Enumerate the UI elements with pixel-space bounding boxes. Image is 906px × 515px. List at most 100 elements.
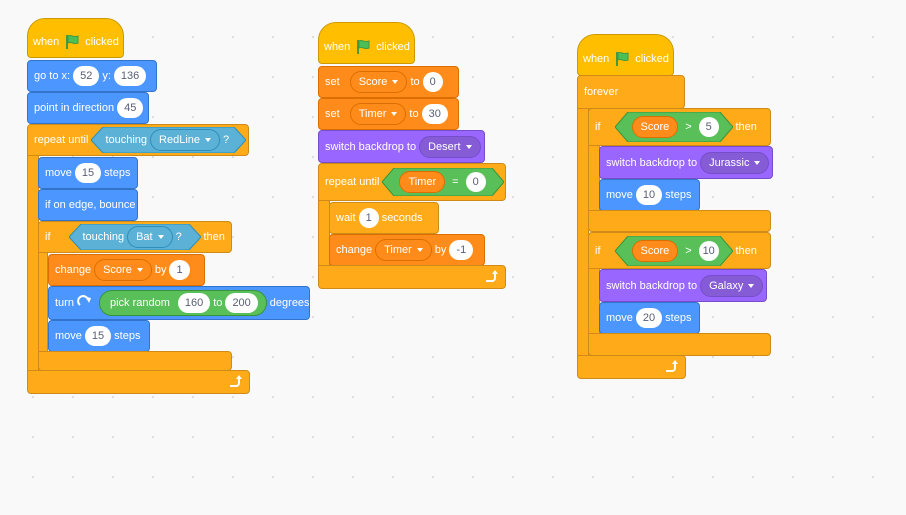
if-then-block[interactable]: if Score > 10 then [588, 232, 771, 269]
move-steps-input[interactable]: 10 [635, 185, 663, 205]
change-timer-block[interactable]: change Timer by -1 [329, 234, 485, 266]
if-label: if [595, 121, 601, 133]
to-label: to [213, 297, 223, 309]
pick-random-operator[interactable]: pick random 160 to 200 [98, 290, 267, 316]
move-steps-input[interactable]: 15 [84, 326, 112, 346]
touching-redline-condition[interactable]: touching RedLine ? [91, 127, 247, 153]
move-steps-block[interactable]: move 15 steps [48, 320, 150, 352]
chevron-down-icon [392, 80, 399, 84]
backdrop-dropdown[interactable]: Desert [419, 135, 481, 158]
seconds-label: seconds [381, 212, 423, 224]
change-score-block[interactable]: change Score by 1 [48, 254, 205, 286]
repeat-until-block[interactable]: repeat until touching RedLine ? [27, 124, 249, 156]
chevron-down-icon [157, 235, 164, 239]
wait-seconds-block[interactable]: wait 1 seconds [329, 202, 439, 234]
move-steps-block[interactable]: move 10 steps [599, 179, 700, 211]
repeat-until-block[interactable]: repeat until Timer = 0 [318, 163, 506, 201]
steps-label: steps [665, 189, 692, 201]
move-label: move [55, 330, 82, 342]
move-label: move [606, 312, 633, 324]
touching-question: ? [175, 231, 182, 243]
direction-input[interactable]: 45 [117, 98, 144, 118]
y-label: y: [102, 70, 111, 82]
move-steps-input[interactable]: 15 [74, 163, 102, 183]
by-label: by [434, 244, 447, 256]
go-to-xy-block[interactable]: go to x: 52 y: 136 [27, 60, 157, 92]
green-flag-icon [66, 34, 79, 49]
switch-backdrop-label: switch backdrop to [325, 140, 417, 153]
variable-dropdown[interactable]: Timer [375, 239, 432, 261]
if-then-block[interactable]: if Score > 5 then [588, 108, 771, 146]
touching-bat-condition[interactable]: touching Bat ? [68, 224, 201, 250]
score-reporter[interactable]: Score [631, 116, 679, 138]
switch-backdrop-block[interactable]: switch backdrop to Galaxy [599, 269, 767, 302]
if-end-cap [38, 351, 232, 371]
chevron-down-icon [754, 160, 761, 165]
greater-than-operator: > [685, 121, 692, 133]
set-label: set [325, 76, 340, 88]
when-flag-clicked-block[interactable]: when clicked [577, 34, 674, 76]
move-label: move [606, 189, 633, 201]
repeat-until-end-cap [318, 265, 506, 289]
turn-label: turn [55, 297, 74, 309]
score-greater-condition[interactable]: Score > 5 [614, 112, 733, 142]
chevron-down-icon [391, 112, 398, 116]
clicked-label: clicked [376, 41, 410, 53]
if-1-end-cap [588, 210, 771, 232]
equals-operator: = [452, 176, 459, 188]
random-to-input[interactable]: 200 [225, 293, 258, 313]
switch-backdrop-block[interactable]: switch backdrop to Desert [318, 130, 485, 163]
when-label: when [33, 36, 60, 48]
steps-label: steps [104, 167, 131, 179]
switch-backdrop-block[interactable]: switch backdrop to Jurassic [599, 146, 773, 179]
greater-than-operator: > [685, 244, 692, 257]
clicked-label: clicked [85, 36, 119, 48]
bounce-label: if on edge, bounce [45, 199, 136, 211]
move-steps-block[interactable]: move 20 steps [599, 302, 700, 334]
variable-dropdown[interactable]: Score [94, 259, 152, 281]
touching-target-dropdown[interactable]: RedLine [150, 129, 221, 151]
set-timer-block[interactable]: set Timer to 30 [318, 98, 459, 130]
compare-value-input[interactable]: 10 [698, 240, 719, 261]
turn-degrees-block[interactable]: turn pick random 160 to 200 degrees [48, 286, 310, 320]
backdrop-dropdown[interactable]: Jurassic [700, 151, 770, 174]
y-input[interactable]: 136 [113, 66, 147, 86]
if-then-block[interactable]: if touching Bat ? then [38, 221, 232, 253]
forever-block[interactable]: forever [577, 75, 685, 109]
chevron-down-icon [748, 283, 755, 288]
to-label: to [409, 108, 419, 120]
touching-label: touching [105, 134, 148, 146]
variable-dropdown[interactable]: Score [349, 71, 408, 93]
change-value-input[interactable]: -1 [449, 240, 474, 260]
change-value-input[interactable]: 1 [169, 260, 190, 280]
score-greater-condition[interactable]: Score > 10 [614, 235, 733, 266]
wait-label: wait [336, 212, 356, 224]
then-label: then [203, 231, 225, 243]
if-2-end-cap [588, 333, 771, 356]
touching-target-dropdown[interactable]: Bat [127, 226, 173, 248]
repeat-until-label: repeat until [34, 134, 89, 146]
variable-dropdown[interactable]: Timer [349, 103, 407, 125]
score-reporter[interactable]: Score [631, 239, 679, 262]
backdrop-dropdown[interactable]: Galaxy [700, 274, 764, 297]
compare-value-input[interactable]: 5 [698, 117, 719, 137]
when-flag-clicked-block[interactable]: when clicked [27, 18, 124, 58]
set-score-block[interactable]: set Score to 0 [318, 66, 459, 98]
then-label: then [735, 121, 757, 133]
move-steps-input[interactable]: 20 [635, 308, 663, 328]
if-label: if [595, 244, 601, 257]
timer-equals-condition[interactable]: Timer = 0 [382, 168, 505, 196]
x-input[interactable]: 52 [73, 66, 100, 86]
timer-reporter[interactable]: Timer [399, 171, 446, 193]
change-label: change [336, 244, 373, 256]
set-value-input[interactable]: 0 [422, 72, 443, 92]
move-steps-block[interactable]: move 15 steps [38, 157, 138, 189]
if-on-edge-bounce-block[interactable]: if on edge, bounce [38, 189, 138, 221]
compare-value-input[interactable]: 0 [465, 172, 486, 192]
random-from-input[interactable]: 160 [177, 293, 211, 313]
repeat-arrow-icon [486, 270, 498, 282]
when-flag-clicked-block[interactable]: when clicked [318, 22, 415, 64]
set-value-input[interactable]: 30 [421, 104, 448, 124]
wait-value-input[interactable]: 1 [358, 208, 379, 228]
point-in-direction-block[interactable]: point in direction 45 [27, 92, 149, 124]
